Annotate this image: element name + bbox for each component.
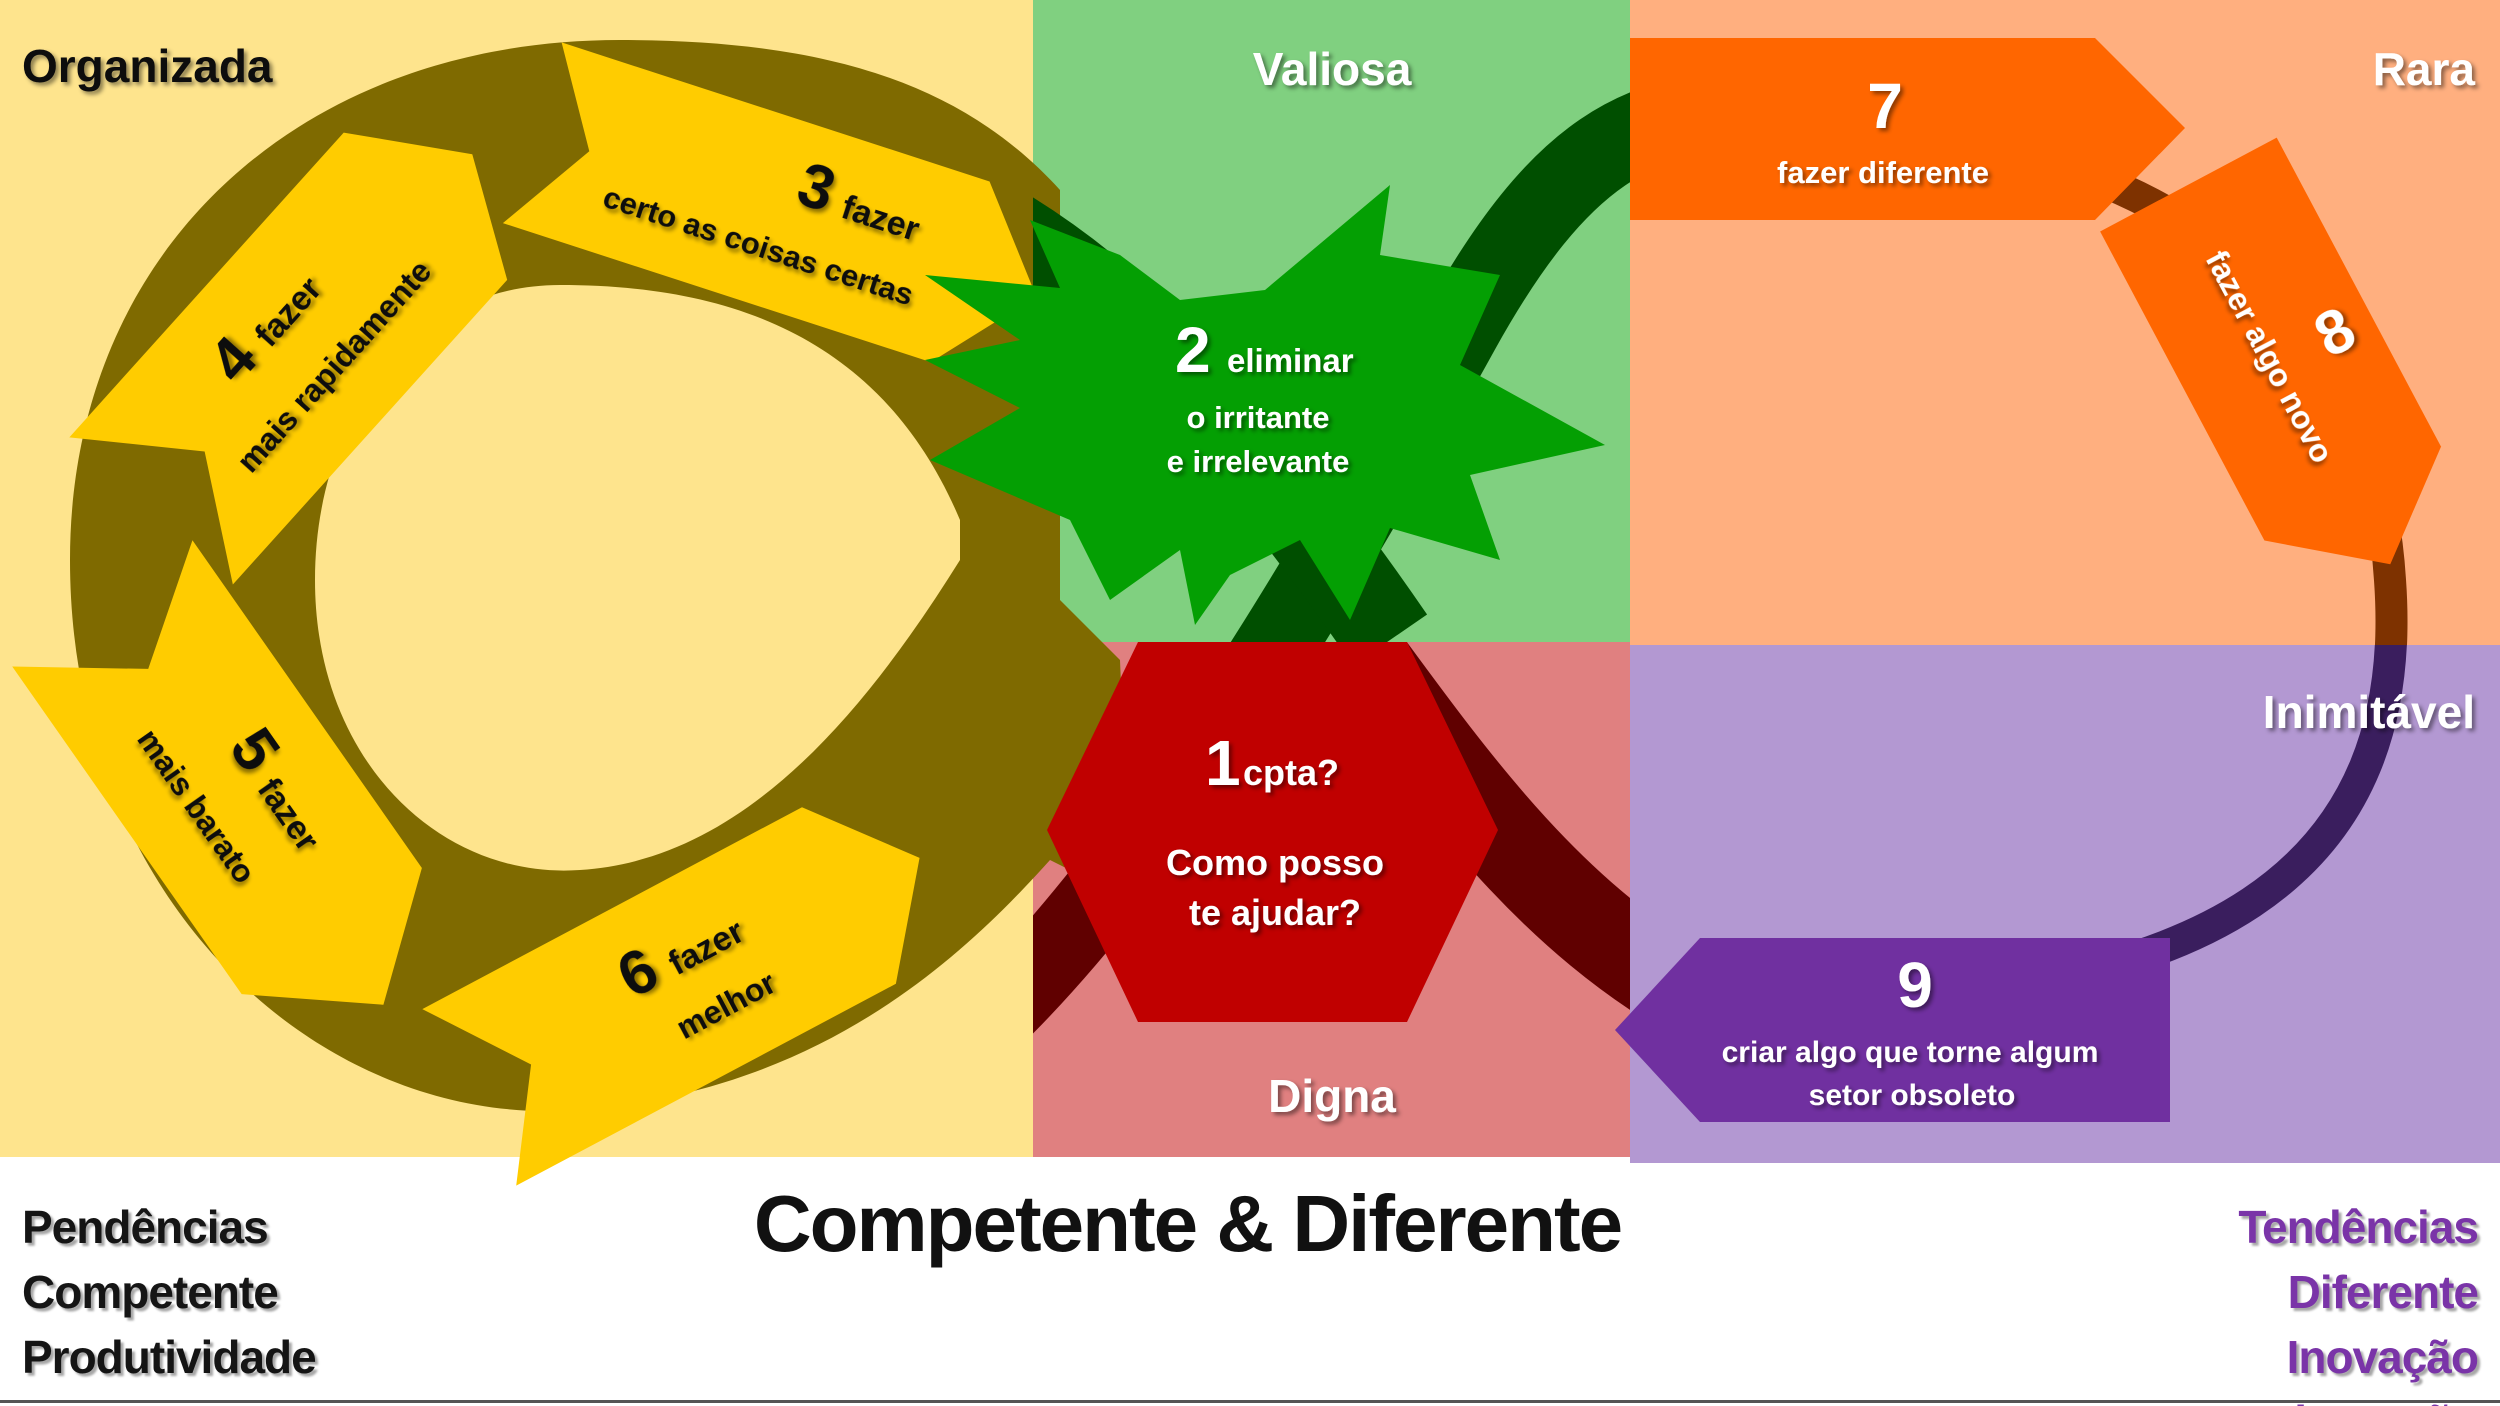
step-9-line1: criar algo que torne algum	[1722, 1036, 2099, 1069]
step-1-number: 1	[1205, 727, 1241, 799]
step-9-number: 9	[1897, 949, 1933, 1021]
page-title: Competente & Diferente	[753, 1179, 1623, 1268]
bottom-divider	[0, 1400, 2500, 1403]
step-7-label: fazer diferente	[1777, 155, 1989, 190]
step-7-arrow: 7 fazer diferente	[1630, 38, 2185, 220]
left-keyword-list: Pendências Competente Produtividade	[22, 1195, 317, 1390]
right-keyword: Tendências	[2238, 1201, 2479, 1253]
step-2-star: 2 eliminar o irritante e irrelevante	[925, 185, 1605, 625]
step-6-arrow: 6 fazer melhor	[422, 807, 920, 1186]
step-7-number: 7	[1867, 70, 1903, 142]
right-keyword: Inovação	[2286, 1331, 2479, 1383]
left-keyword: Competente	[22, 1266, 279, 1318]
right-keyword: Diferente	[2287, 1266, 2479, 1318]
right-keyword: Disrupção	[2238, 1390, 2479, 1406]
label-digna: Digna	[1268, 1070, 1396, 1122]
step-1-line1: Como posso	[1166, 842, 1384, 883]
step-1-line2: te ajudar?	[1189, 892, 1361, 933]
step-8-arrow: 8 fazer algo novo	[2100, 137, 2442, 565]
step-1-word: cpta?	[1243, 752, 1339, 793]
step-2-word: eliminar	[1227, 342, 1354, 379]
step-1-hexagon: 1 cpta? Como posso te ajudar?	[1047, 642, 1498, 1022]
step-5-arrow: 5 fazer mais barato	[12, 540, 422, 1005]
step-3-arrow: 3 fazer certo as coisas certas	[502, 42, 1037, 363]
step-9-arrow: 9 criar algo que torne algum setor obsol…	[1615, 938, 2170, 1122]
step-2-line1: o irritante	[1187, 400, 1330, 435]
label-organizada: Organizada	[22, 40, 273, 92]
label-inimitavel: Inimitável	[2263, 686, 2475, 738]
label-rara: Rara	[2373, 43, 2476, 95]
step-2-line2: e irrelevante	[1167, 444, 1350, 479]
left-keyword: Produtividade	[22, 1331, 317, 1383]
right-keyword-list: Tendências Diferente Inovação Disrupção	[2238, 1195, 2479, 1406]
step-2-number: 2	[1175, 314, 1211, 386]
label-valiosa: Valiosa	[1253, 43, 1412, 95]
left-keyword: Pendências	[22, 1201, 269, 1253]
step-9-line2: setor obsoleto	[1809, 1079, 2016, 1112]
